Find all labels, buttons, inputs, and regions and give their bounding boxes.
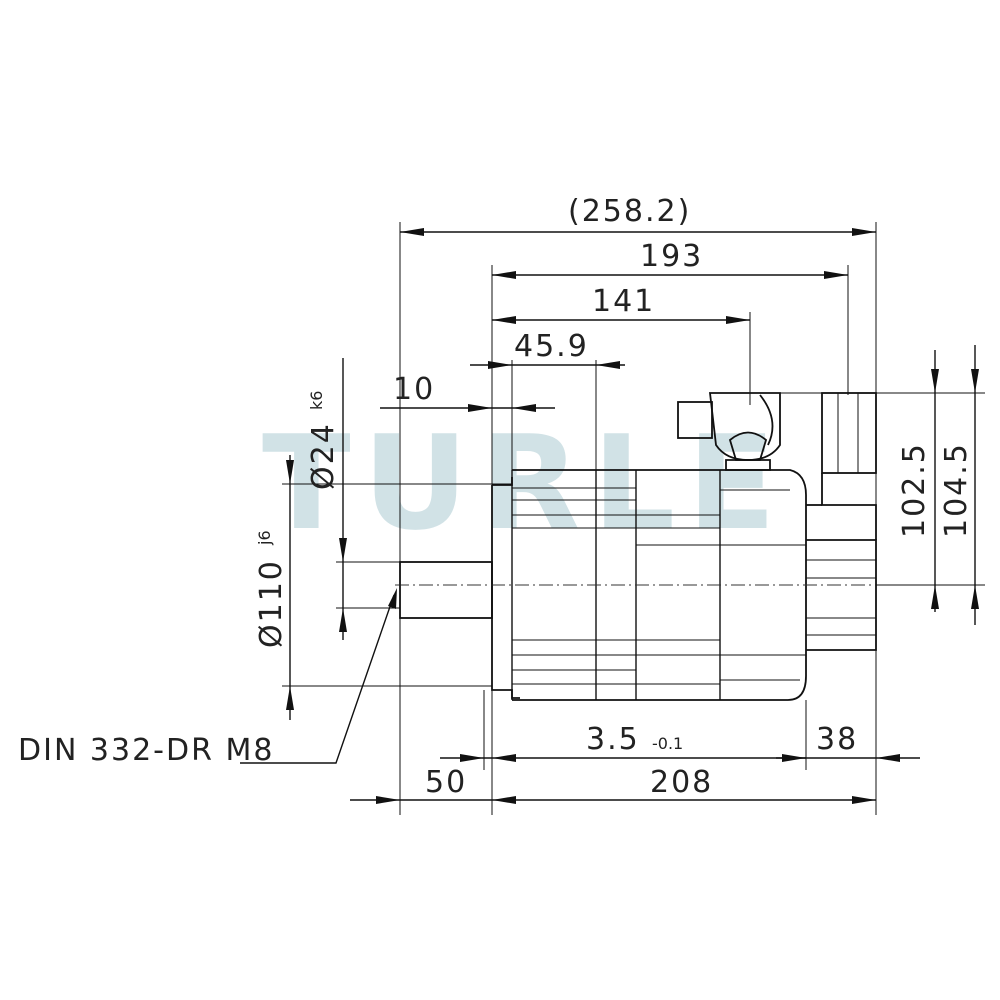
dim-104-5: 104.5 bbox=[939, 442, 974, 538]
dim-overall-length: (258.2) bbox=[568, 194, 691, 229]
dim-dia-24: Ø24 bbox=[306, 422, 341, 490]
dim-dia-110: Ø110 bbox=[254, 559, 289, 648]
callout-leader bbox=[240, 588, 397, 764]
dim-102-5: 102.5 bbox=[897, 442, 932, 538]
dim-dia-110-fit: j6 bbox=[255, 530, 274, 546]
dim-193: 193 bbox=[640, 239, 703, 274]
dim-50: 50 bbox=[425, 765, 467, 800]
dim-10: 10 bbox=[393, 372, 435, 407]
dim-45-9: 45.9 bbox=[514, 329, 589, 364]
dim-141: 141 bbox=[592, 284, 655, 319]
dim-dia-24-fit: k6 bbox=[307, 391, 326, 410]
dim-3-5: 3.5 bbox=[586, 722, 640, 757]
dim-208: 208 bbox=[650, 765, 713, 800]
dimension-lines bbox=[286, 228, 979, 804]
watermark-text: TURLE bbox=[262, 407, 788, 559]
dim-38: 38 bbox=[816, 722, 858, 757]
center-hole-callout: DIN 332-DR M8 bbox=[18, 733, 274, 768]
dim-3-5-tolerance: -0.1 bbox=[652, 734, 683, 753]
